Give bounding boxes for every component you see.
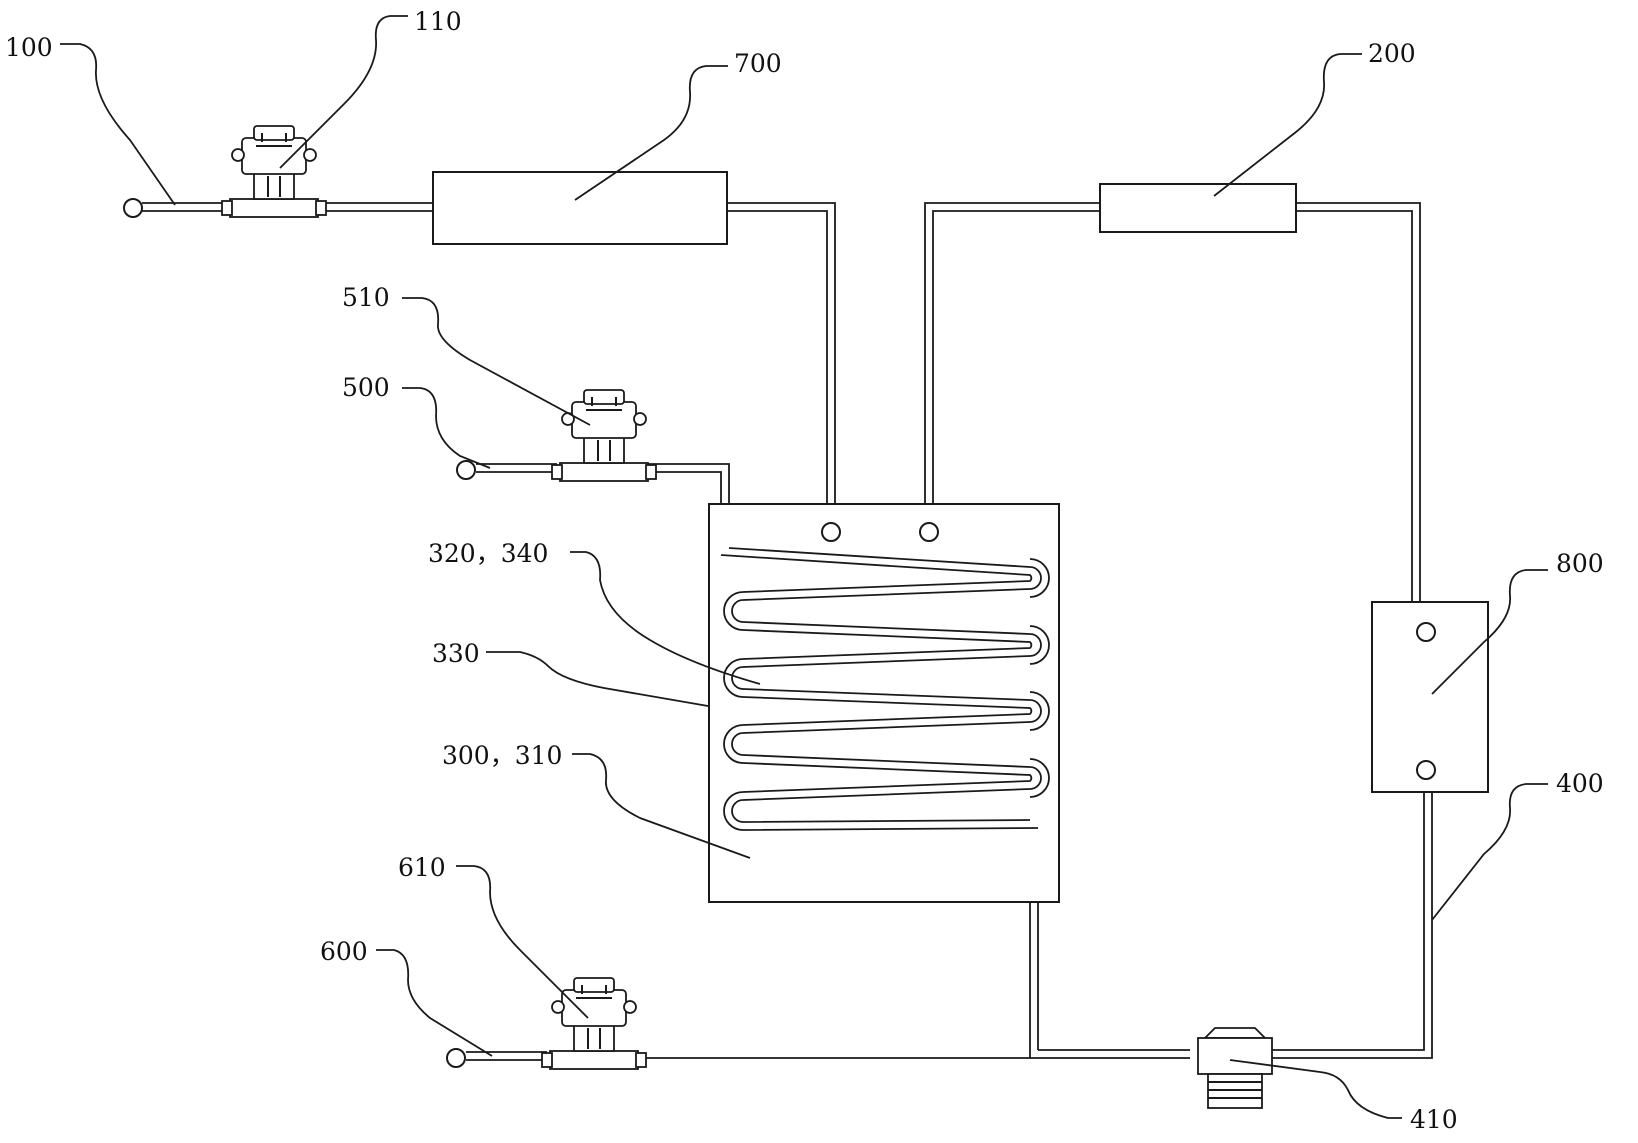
label-400: 400 xyxy=(1556,769,1604,798)
pipe-400 xyxy=(1270,772,1433,1059)
solenoid-valve-610 xyxy=(541,977,647,1070)
port-800-bottom xyxy=(1416,760,1436,780)
solenoid-valve-510 xyxy=(551,389,657,482)
inlet-port-600 xyxy=(446,1048,466,1068)
label-410: 410 xyxy=(1410,1105,1458,1134)
pipe-700-to-tank xyxy=(727,202,836,523)
solenoid-valve-110 xyxy=(221,125,327,218)
component-200 xyxy=(1099,183,1297,233)
label-300-310: 300，310 xyxy=(442,741,562,770)
pipe-500 xyxy=(476,463,557,473)
label-800: 800 xyxy=(1556,549,1604,578)
inlet-port-100 xyxy=(123,198,143,218)
label-200: 200 xyxy=(1368,39,1416,68)
label-320-340: 320，340 xyxy=(428,539,548,568)
label-330: 330 xyxy=(432,639,480,668)
label-610: 610 xyxy=(398,853,446,882)
inlet-port-500 xyxy=(456,460,476,480)
label-700: 700 xyxy=(734,49,782,78)
pipe-110-to-700 xyxy=(318,202,433,212)
filter-700 xyxy=(432,171,728,245)
pump-410 xyxy=(1197,1027,1273,1109)
labels: 100 110 700 200 510 500 320，340 330 300，… xyxy=(5,7,1604,1134)
label-100: 100 xyxy=(5,33,53,62)
label-600: 600 xyxy=(320,937,368,966)
leader-lines xyxy=(60,15,1548,1119)
tank-port-right xyxy=(919,522,939,542)
coil-320-340 xyxy=(720,547,1050,831)
pipe-100 xyxy=(142,202,230,212)
tank-port-left xyxy=(821,522,841,542)
pipe-600 xyxy=(466,1051,547,1061)
port-800-top xyxy=(1416,622,1436,642)
pipes xyxy=(142,202,1433,1061)
label-510: 510 xyxy=(342,283,390,312)
label-110: 110 xyxy=(414,7,462,36)
pipe-bottom xyxy=(643,1049,1190,1059)
label-500: 500 xyxy=(342,373,390,402)
